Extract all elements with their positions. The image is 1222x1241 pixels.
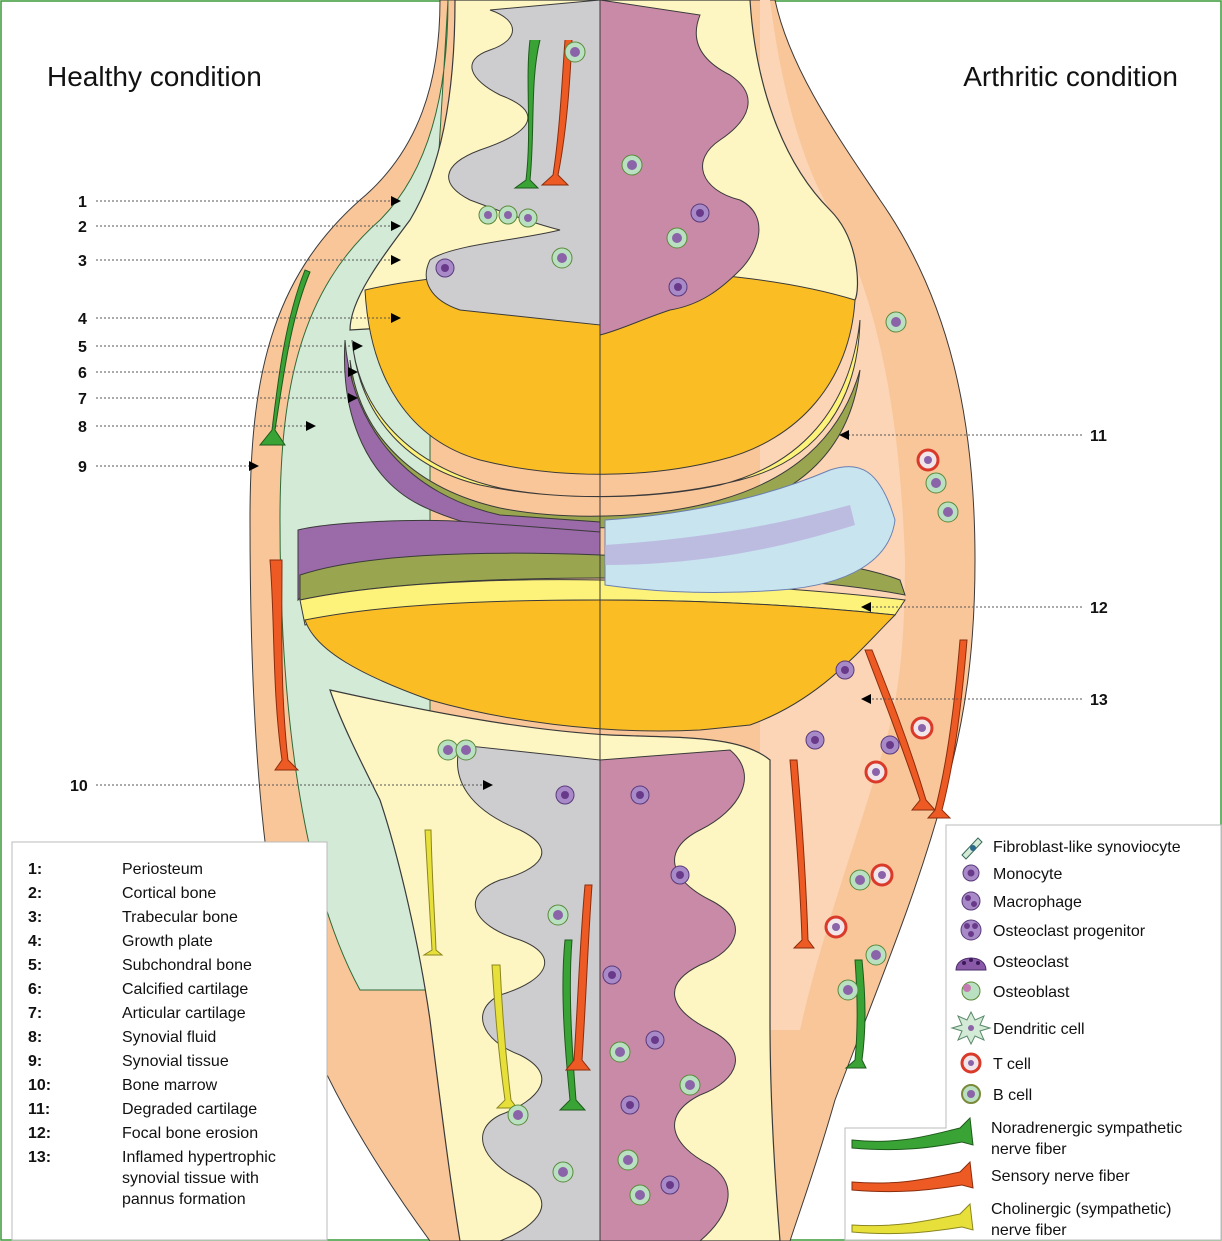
- legend-label: B cell: [993, 1087, 1032, 1104]
- legend-label: T cell: [993, 1056, 1031, 1073]
- key-number: 7:: [28, 1005, 42, 1022]
- callout-number: 3: [78, 253, 87, 270]
- callout-number: 2: [78, 219, 87, 236]
- legend-label: Macrophage: [993, 894, 1082, 911]
- callout-number: 6: [78, 365, 87, 382]
- key-number: 5:: [28, 957, 42, 974]
- legend-label: Fibroblast-like synoviocyte: [993, 839, 1181, 856]
- b-cell-icon: [962, 1085, 980, 1103]
- key-label: Bone marrow: [122, 1077, 218, 1094]
- key-label: Inflamed hypertrophic: [122, 1149, 276, 1166]
- legend-label: Osteoclast: [993, 954, 1069, 971]
- legend-label: Cholinergic (sympathetic): [991, 1201, 1172, 1218]
- key-label: Synovial tissue: [122, 1053, 229, 1070]
- key-number: 6:: [28, 981, 42, 998]
- title-arthritic: Arthritic condition: [963, 61, 1178, 92]
- legend-label: Osteoblast: [993, 984, 1070, 1001]
- osteoclast-progenitor-icon: [961, 920, 981, 940]
- legend-label: Noradrenergic sympathetic: [991, 1120, 1182, 1137]
- callout-number: 13: [1090, 692, 1108, 709]
- key-label: Cortical bone: [122, 885, 216, 902]
- key-label-continued: pannus formation: [122, 1191, 246, 1208]
- legend-label: nerve fiber: [991, 1141, 1067, 1158]
- key-number: 11:: [28, 1101, 50, 1118]
- key-number: 4:: [28, 933, 42, 950]
- key-label: Periosteum: [122, 861, 203, 878]
- callout-number: 1: [78, 194, 87, 211]
- legend-label: Osteoclast progenitor: [993, 923, 1146, 940]
- legend-label: Dendritic cell: [993, 1021, 1085, 1038]
- key-label: Growth plate: [122, 933, 213, 950]
- macrophage-icon: [962, 892, 980, 910]
- callout-number: 12: [1090, 600, 1108, 617]
- key-label: Calcified cartilage: [122, 981, 248, 998]
- title-healthy: Healthy condition: [47, 61, 262, 92]
- callout-number: 7: [78, 391, 87, 408]
- osteoblast-icon: [962, 982, 980, 1000]
- callout-number: 9: [78, 459, 87, 476]
- key-number: 9:: [28, 1053, 42, 1070]
- legend-label: Monocyte: [993, 866, 1062, 883]
- key-number: 13:: [28, 1149, 51, 1166]
- key-number: 10:: [28, 1077, 51, 1094]
- key-number: 1:: [28, 861, 42, 878]
- callout-number: 4: [78, 311, 87, 328]
- legend-label: nerve fiber: [991, 1222, 1067, 1239]
- key-label: Articular cartilage: [122, 1005, 246, 1022]
- key-number: 3:: [28, 909, 42, 926]
- callout-number: 11: [1090, 428, 1107, 445]
- key-label: Degraded cartilage: [122, 1101, 257, 1118]
- t-cell-icon: [962, 1054, 980, 1072]
- callout-number: 8: [78, 419, 87, 436]
- key-label: Subchondral bone: [122, 957, 252, 974]
- key-number: 12:: [28, 1125, 51, 1142]
- monocyte-icon: [963, 865, 979, 881]
- key-label: Trabecular bone: [122, 909, 238, 926]
- legend-label: Sensory nerve fiber: [991, 1168, 1130, 1185]
- key-number: 8:: [28, 1029, 42, 1046]
- key-number: 2:: [28, 885, 42, 902]
- key-label: Synovial fluid: [122, 1029, 216, 1046]
- key-label: Focal bone erosion: [122, 1125, 258, 1142]
- callout-number: 5: [78, 339, 87, 356]
- callout-number: 10: [70, 778, 88, 795]
- key-label-continued: synovial tissue with: [122, 1170, 259, 1187]
